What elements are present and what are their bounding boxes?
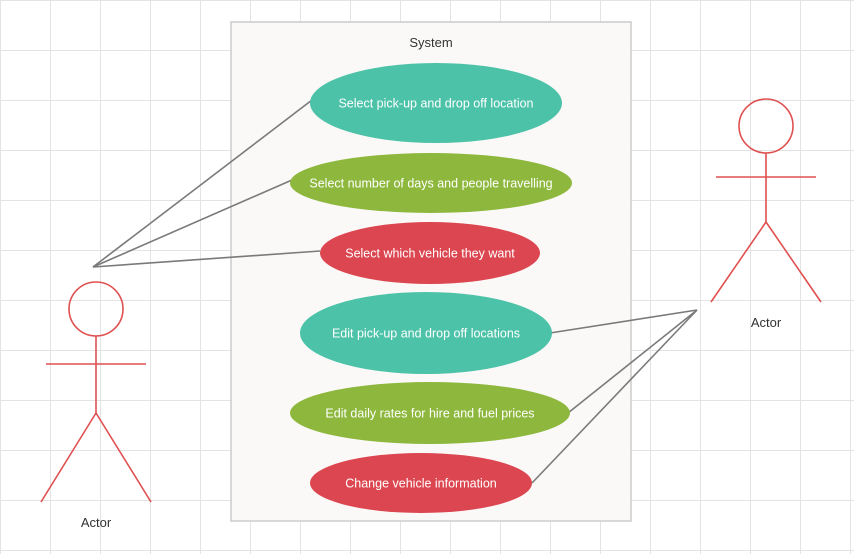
use-case-label: Select which vehicle they want <box>345 247 515 261</box>
use-case-2[interactable]: Select number of days and people travell… <box>290 153 572 213</box>
use-case-ellipse <box>310 63 562 143</box>
use-case-3[interactable]: Select which vehicle they want <box>320 222 540 284</box>
use-case-label: Edit pick-up and drop off locations <box>332 327 520 341</box>
actor-right[interactable]: Actor <box>710 98 822 330</box>
use-case-1[interactable]: Select pick-up and drop off location <box>310 63 562 143</box>
association-line[interactable] <box>567 309 698 414</box>
use-case-label: Change vehicle information <box>345 477 497 491</box>
use-case-5[interactable]: Edit daily rates for hire and fuel price… <box>290 382 570 444</box>
use-case-label: Select pick-up and drop off location <box>338 97 533 111</box>
association-line[interactable] <box>92 250 321 268</box>
use-case-ellipse <box>310 453 532 513</box>
use-case-6[interactable]: Change vehicle information <box>310 453 532 513</box>
association-line[interactable] <box>92 99 313 268</box>
actor-label: Actor <box>751 315 782 330</box>
use-case-ellipse <box>320 222 540 284</box>
association-line[interactable] <box>531 309 698 484</box>
actor-left[interactable]: Actor <box>40 281 152 530</box>
use-case-ellipse <box>300 292 552 374</box>
association-line[interactable] <box>549 309 698 334</box>
actor-leg-left <box>710 221 767 303</box>
associations-right-actor <box>531 309 698 484</box>
associations-left-actor <box>92 99 321 268</box>
association-line[interactable] <box>92 179 293 268</box>
use-case-label: Edit daily rates for hire and fuel price… <box>325 407 534 421</box>
actor-leg-right <box>765 221 822 303</box>
use-case-4[interactable]: Edit pick-up and drop off locations <box>300 292 552 374</box>
system-title: System <box>409 35 452 50</box>
actor-leg-right <box>95 412 152 503</box>
use-case-ellipse <box>290 153 572 213</box>
actor-head <box>68 281 124 337</box>
use-case-ellipse <box>290 382 570 444</box>
actor-leg-left <box>40 412 97 503</box>
actor-head <box>738 98 794 154</box>
actor-label: Actor <box>81 515 112 530</box>
use-case-label: Select number of days and people travell… <box>309 177 552 191</box>
